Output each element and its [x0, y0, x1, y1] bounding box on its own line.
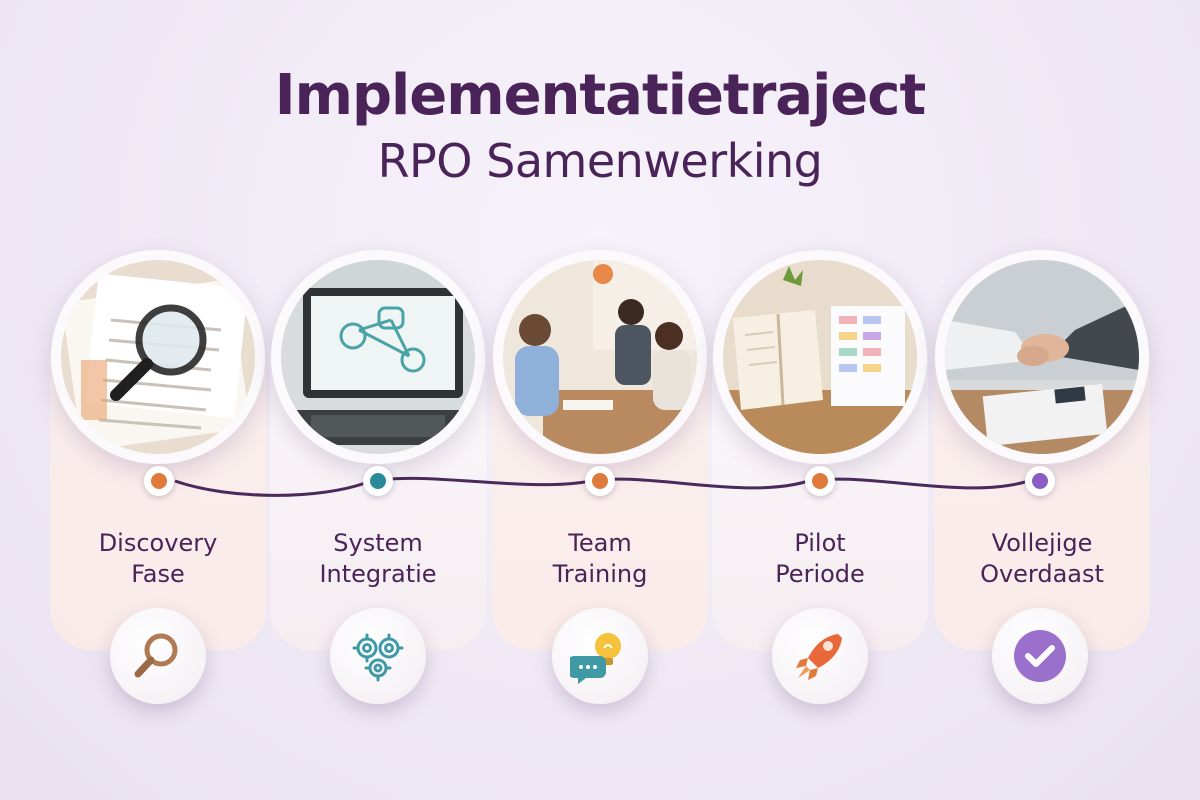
- step-dot-4: [805, 466, 835, 496]
- rocket-icon: [796, 634, 842, 680]
- step-label-2-line-2: Integratie: [319, 560, 437, 588]
- step-dot-2-fill: [370, 473, 386, 489]
- step-label-5: Volleјige Overdaast: [934, 528, 1150, 590]
- step-dot-4-fill: [812, 473, 828, 489]
- step-label-4: Pilot Periode: [712, 528, 928, 590]
- step-dot-5: [1025, 466, 1055, 496]
- step-photo-1: [51, 250, 265, 464]
- step-label-3-line-2: Training: [552, 560, 648, 588]
- step-label-1-line-1: Discovery: [98, 529, 218, 557]
- step-label-4-line-2: Periode: [775, 560, 865, 588]
- step-label-5-line-2: Overdaast: [980, 560, 1104, 588]
- step-dot-3-fill: [592, 473, 608, 489]
- laptop-network-illustration: [281, 260, 475, 454]
- step-dot-3: [585, 466, 615, 496]
- step-photo-5: [935, 250, 1149, 464]
- magnifier-icon: [134, 633, 178, 678]
- title-line-1: Implementatietraject: [274, 63, 926, 128]
- gears-icon: [352, 633, 404, 682]
- step-dot-2: [363, 466, 393, 496]
- step-photo-2: [271, 250, 485, 464]
- step-label-3: Team Training: [492, 528, 708, 590]
- step-label-1-line-2: Fase: [131, 560, 185, 588]
- step-icon-button-3[interactable]: [552, 608, 648, 704]
- step-label-5-line-1: Volleјige: [991, 529, 1093, 557]
- chat-lightbulb-icon: [570, 633, 621, 684]
- team-meeting-illustration: [503, 260, 697, 454]
- step-dot-5-fill: [1032, 473, 1048, 489]
- magnifier-documents-illustration: [61, 260, 255, 454]
- planning-book-illustration: [723, 260, 917, 454]
- step-label-2-line-1: System: [333, 529, 423, 557]
- step-photo-3: [493, 250, 707, 464]
- step-dot-1-fill: [151, 473, 167, 489]
- handshake-illustration: [945, 260, 1139, 454]
- step-dot-1: [144, 466, 174, 496]
- step-label-3-line-1: Team: [568, 529, 632, 557]
- step-label-1: Discovery Fase: [50, 528, 266, 590]
- step-icon-button-1[interactable]: [110, 608, 206, 704]
- step-photo-4: [713, 250, 927, 464]
- step-icon-button-5[interactable]: [992, 608, 1088, 704]
- step-icon-button-4[interactable]: [772, 608, 868, 704]
- title-line-2: RPO Samenwerking: [377, 134, 823, 188]
- page-title: Implementatietraject RPO Samenwerking: [0, 60, 1200, 190]
- step-label-2: System Integratie: [270, 528, 486, 590]
- checkmark-icon: [1014, 630, 1066, 682]
- step-label-4-line-1: Pilot: [794, 529, 846, 557]
- step-icon-button-2[interactable]: [330, 608, 426, 704]
